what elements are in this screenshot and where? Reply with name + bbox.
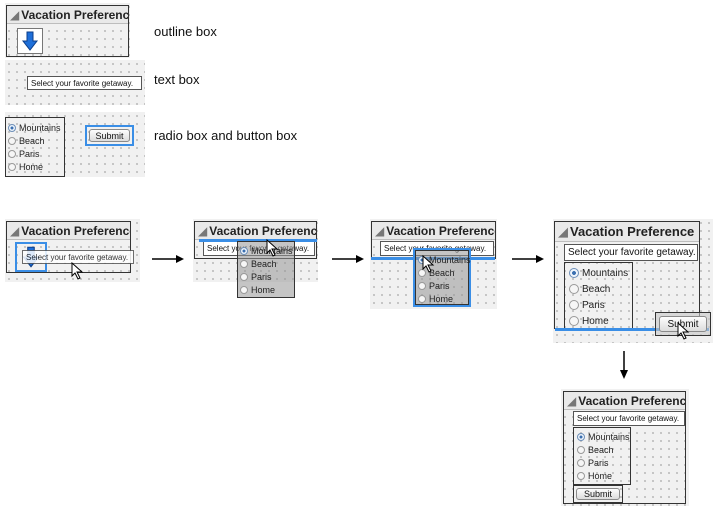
radio-icon xyxy=(577,445,585,454)
radio-option[interactable]: Beach xyxy=(240,257,294,270)
outline-header[interactable]: ◢ Vacation Preference xyxy=(195,222,316,240)
radio-icon xyxy=(240,272,248,281)
button-box[interactable]: Submit xyxy=(573,485,623,503)
step1-dragged-textbox[interactable]: Select your favorite getaway. xyxy=(22,250,134,264)
result-outline-box[interactable]: ◢ Vacation Preference Select your favori… xyxy=(563,391,686,504)
submit-button[interactable]: Submit xyxy=(576,488,620,500)
text-box-sample[interactable]: Select your favorite getaway. xyxy=(27,76,142,90)
radio-option[interactable]: Beach xyxy=(577,443,630,456)
radio-selected-icon xyxy=(240,246,248,255)
outline-box-sample[interactable]: ◢ Vacation Preference xyxy=(6,5,129,57)
radio-option[interactable]: Home xyxy=(569,313,632,329)
radio-icon xyxy=(240,259,248,268)
disclosure-triangle-icon[interactable]: ◢ xyxy=(567,393,577,408)
step3-dragged-radio-box[interactable]: Mountains Beach Paris Home xyxy=(415,250,471,305)
legend-radio-button: radio box and button box xyxy=(154,128,298,143)
palette-outline-canvas: ◢ Vacation Preference xyxy=(5,3,130,58)
disclosure-triangle-icon[interactable]: ◢ xyxy=(10,7,20,22)
disclosure-triangle-icon[interactable]: ◢ xyxy=(10,223,20,238)
mouse-pointer-icon xyxy=(266,239,280,257)
outline-header[interactable]: ◢ Vacation Preference xyxy=(7,222,130,240)
radio-option[interactable]: Paris xyxy=(577,456,630,469)
down-arrow-icon xyxy=(21,31,39,51)
step4-canvas: ◢ Vacation Preference Select your favori… xyxy=(553,219,713,343)
radio-icon xyxy=(569,316,579,326)
outline-header[interactable]: ◢ Vacation Preference xyxy=(372,222,495,240)
radio-option[interactable]: Mountains xyxy=(577,430,630,443)
radio-box[interactable]: Mountains Beach Paris Home xyxy=(564,262,633,329)
drop-indicator-line xyxy=(555,328,709,331)
radio-option[interactable]: Beach xyxy=(569,281,632,297)
text-box[interactable]: Select your favorite getaway. xyxy=(573,411,685,426)
radio-icon xyxy=(577,458,585,467)
mouse-pointer-icon xyxy=(71,262,85,280)
step1-canvas: ◢ Vacation Preference Select your favori… xyxy=(5,219,140,282)
radio-option[interactable]: Beach xyxy=(418,266,468,279)
radio-option[interactable]: Home xyxy=(240,283,294,296)
submit-button-sample[interactable]: Submit xyxy=(89,129,130,142)
palette-textbox-canvas: Select your favorite getaway. xyxy=(5,60,145,105)
step3-canvas: ◢ Vacation Preference Select your favori… xyxy=(370,219,497,309)
legend-text-box: text box xyxy=(154,72,200,87)
radio-selected-icon xyxy=(569,268,579,278)
radio-option[interactable]: Home xyxy=(577,469,630,482)
button-box-selection: Submit xyxy=(85,125,134,146)
radio-option[interactable]: Paris xyxy=(418,279,468,292)
radio-icon xyxy=(418,268,426,277)
drop-indicator-line xyxy=(199,239,317,242)
radio-box[interactable]: Mountains Beach Paris Home xyxy=(573,427,631,485)
down-arrow-icon-frame xyxy=(17,28,43,54)
radio-icon xyxy=(8,136,16,145)
text-box[interactable]: Select your favorite getaway. xyxy=(564,244,698,261)
legend-outline-box: outline box xyxy=(154,24,217,39)
radio-box-sample[interactable]: Mountains Beach Paris Home xyxy=(5,117,65,177)
radio-option[interactable]: Home xyxy=(8,160,64,173)
radio-icon xyxy=(418,294,426,303)
radio-icon xyxy=(569,300,579,310)
disclosure-triangle-icon[interactable]: ◢ xyxy=(375,223,385,238)
radio-option[interactable]: Paris xyxy=(8,147,64,160)
arrow-step2-to-step3 xyxy=(332,255,364,263)
disclosure-triangle-icon[interactable]: ◢ xyxy=(198,223,208,238)
step4-outline-box[interactable]: ◢ Vacation Preference Select your favori… xyxy=(554,221,700,329)
palette-radio-canvas: Mountains Beach Paris Home Submit xyxy=(5,112,145,177)
radio-option[interactable]: Paris xyxy=(569,297,632,313)
disclosure-triangle-icon[interactable]: ◢ xyxy=(558,223,568,239)
radio-icon xyxy=(418,281,426,290)
radio-selected-icon xyxy=(577,432,585,441)
arrow-step4-to-step5 xyxy=(620,351,628,379)
result-canvas: ◢ Vacation Preference Select your favori… xyxy=(561,389,689,506)
radio-option[interactable]: Beach xyxy=(8,134,64,147)
step1-outline-box[interactable]: ◢ Vacation Preference xyxy=(6,221,131,273)
arrow-step3-to-step4 xyxy=(512,255,544,263)
outline-header[interactable]: ◢ Vacation Preference xyxy=(564,392,685,410)
radio-option[interactable]: Mountains xyxy=(8,121,64,134)
arrow-step1-to-step2 xyxy=(152,255,184,263)
radio-option[interactable]: Home xyxy=(418,292,468,305)
radio-option[interactable]: Mountains xyxy=(569,265,632,281)
step3-radio-selection: Mountains Beach Paris Home xyxy=(413,248,471,307)
radio-icon xyxy=(569,284,579,294)
outline-header[interactable]: ◢ Vacation Preference xyxy=(555,222,699,242)
outline-title: Vacation Preference xyxy=(21,7,128,22)
mouse-pointer-icon xyxy=(677,322,691,340)
outline-header[interactable]: ◢ Vacation Preference xyxy=(7,6,128,24)
radio-icon xyxy=(8,149,16,158)
radio-option[interactable]: Paris xyxy=(240,270,294,283)
radio-icon xyxy=(577,471,585,480)
radio-icon xyxy=(8,162,16,171)
step2-canvas: ◢ Vacation Preference Select your favori… xyxy=(193,219,318,298)
radio-selected-icon xyxy=(8,123,16,132)
radio-icon xyxy=(240,285,248,294)
mouse-pointer-icon xyxy=(422,255,436,273)
